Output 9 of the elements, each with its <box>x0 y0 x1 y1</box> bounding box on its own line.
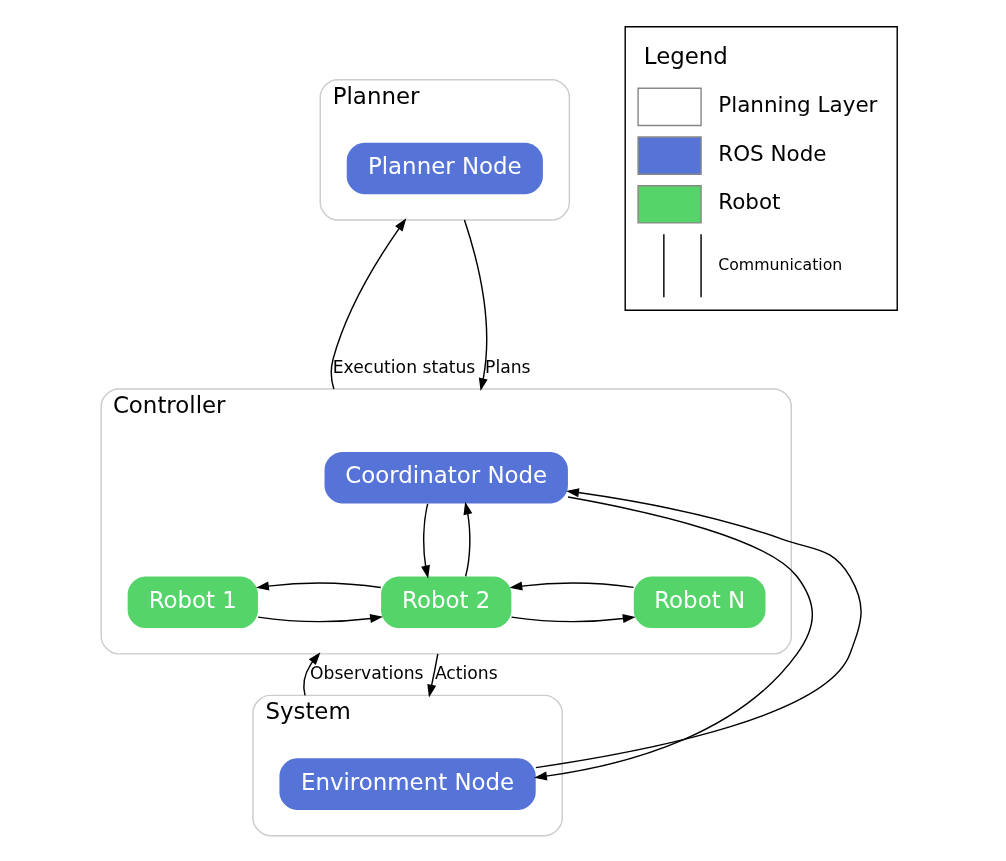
legend-label: Communication <box>717 254 842 274</box>
legend-label: Planning Layer <box>717 91 877 117</box>
edge-label: Execution status <box>332 356 475 377</box>
legend-label: ROS Node <box>717 140 827 166</box>
edge-label: Observations <box>309 663 424 684</box>
legend-label: Robot <box>717 189 781 215</box>
label: Legend <box>643 42 728 69</box>
edge-label: Plans <box>484 356 531 377</box>
edge-label: Actions <box>434 663 498 684</box>
